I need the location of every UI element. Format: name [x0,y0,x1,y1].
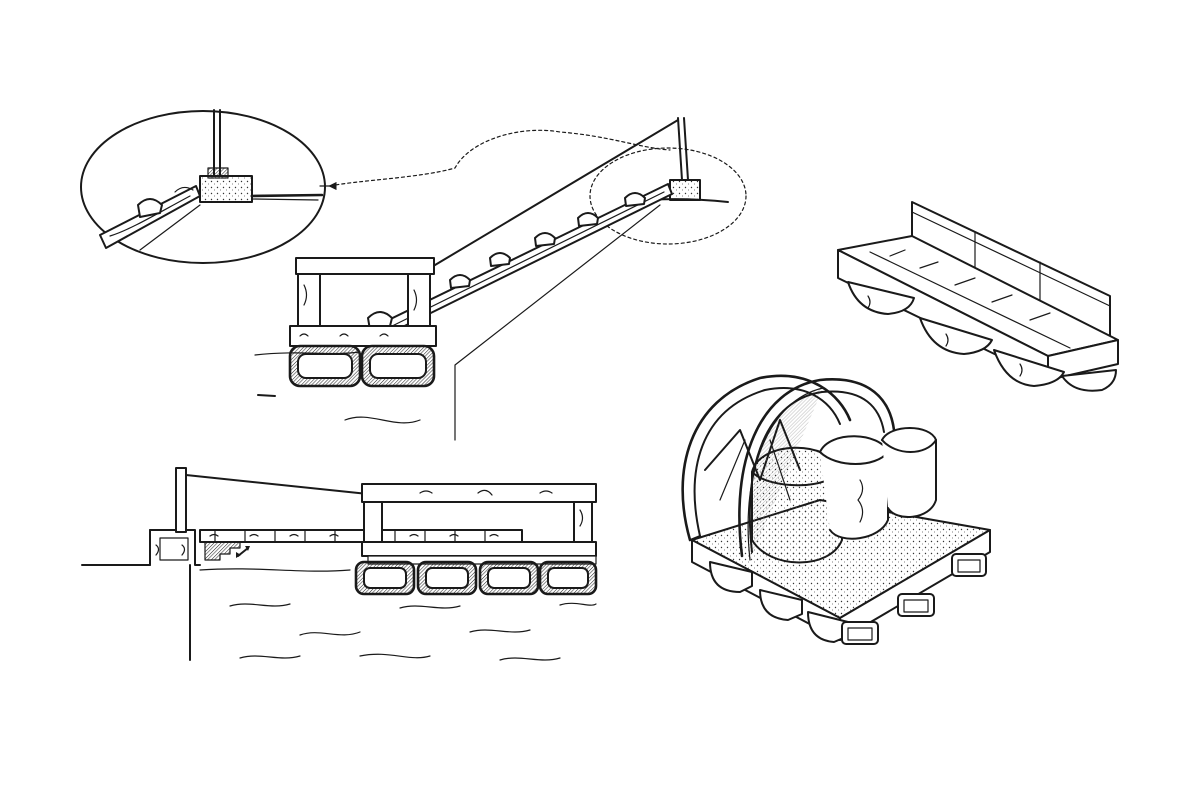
floating-module-with-arch-frame-and-bales [681,374,991,645]
detail-callout [80,109,326,264]
double-arrow-icon [236,546,250,558]
detail-circle [589,147,747,245]
walkway-bridge-perspective-with-detail-callout [80,109,747,441]
floating-bench-module [837,201,1119,392]
walkway-bridge-side-elevation [81,467,598,661]
pier-frame [288,257,437,388]
callout-leader-line [329,129,671,187]
